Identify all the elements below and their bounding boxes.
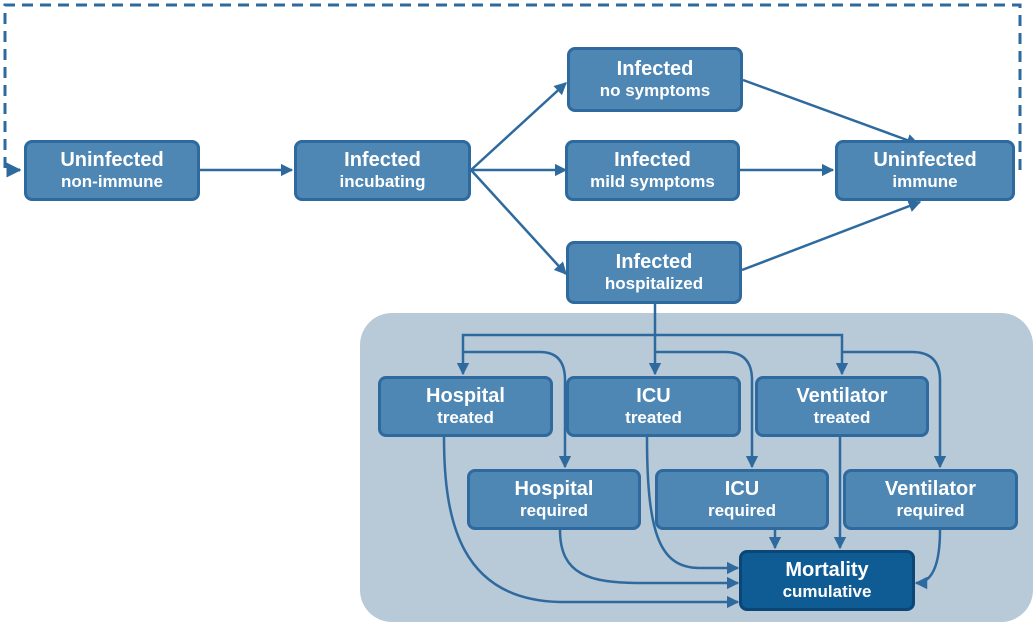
node-title: Mortality [785,559,869,582]
node-title: Hospital [426,385,505,408]
icu-treated-to-mortality [645,436,740,575]
node-icu-required: ICU required [655,469,829,530]
node-title: Infected [615,251,693,274]
node-title: Infected [614,149,691,172]
node-mortality-cumulative: Mortality cumulative [739,550,915,611]
node-subtitle: incubating [339,172,426,192]
hospital-treated-to-mortality [442,436,740,609]
node-infected-no-symptoms: Infected no symptoms [567,47,743,112]
node-ventilator-required: Ventilator required [843,469,1018,530]
node-hospital-required: Hospital required [467,469,641,530]
care-panel [360,313,1033,622]
distribution-trunk [456,304,657,376]
arrow-incubating-to-hospitalized [470,169,567,275]
arrow-no-symptoms-to-immune [742,78,920,147]
ventilator-required-to-mortality [914,529,942,590]
distribution-to-ventilator [655,333,849,376]
overflow-to-icu-required [655,350,759,469]
node-infected-hospitalized: Infected hospitalized [566,241,742,304]
node-subtitle: treated [437,408,494,428]
node-subtitle: non-immune [61,172,163,192]
node-ventilator-treated: Ventilator treated [755,376,929,437]
node-uninfected-immune: Uninfected immune [835,140,1015,201]
hospital-required-to-mortality [558,529,740,590]
node-title: Hospital [514,478,594,501]
node-subtitle: cumulative [782,582,872,602]
overflow-to-ventilator-required [842,350,947,469]
node-uninfected-non-immune: Uninfected non-immune [24,140,200,201]
node-infected-incubating: Infected incubating [294,140,471,201]
node-title: Infected [616,58,694,81]
node-subtitle: immune [892,172,958,192]
arrow-incubating-to-no-symptoms [470,82,567,171]
node-subtitle: treated [813,408,871,428]
node-title: Uninfected [873,149,977,172]
node-title: ICU [636,385,671,408]
node-subtitle: required [519,501,589,521]
node-subtitle: no symptoms [599,81,711,101]
node-hospital-treated: Hospital treated [378,376,553,437]
node-title: Infected [344,149,421,172]
node-subtitle: mild symptoms [590,172,715,192]
overflow-to-hospital-required [463,350,572,469]
node-subtitle: hospitalized [604,274,704,294]
node-title: Uninfected [60,149,164,172]
node-title: Ventilator [884,478,977,501]
node-title: ICU [724,478,760,501]
arrow-hospitalized-to-immune [741,200,922,272]
node-icu-treated: ICU treated [566,376,741,437]
node-title: Ventilator [796,385,888,408]
reinfection-loop [3,3,1022,178]
node-subtitle: treated [625,408,682,428]
node-infected-mild: Infected mild symptoms [565,140,740,201]
node-subtitle: required [707,501,777,521]
node-subtitle: required [896,501,965,521]
